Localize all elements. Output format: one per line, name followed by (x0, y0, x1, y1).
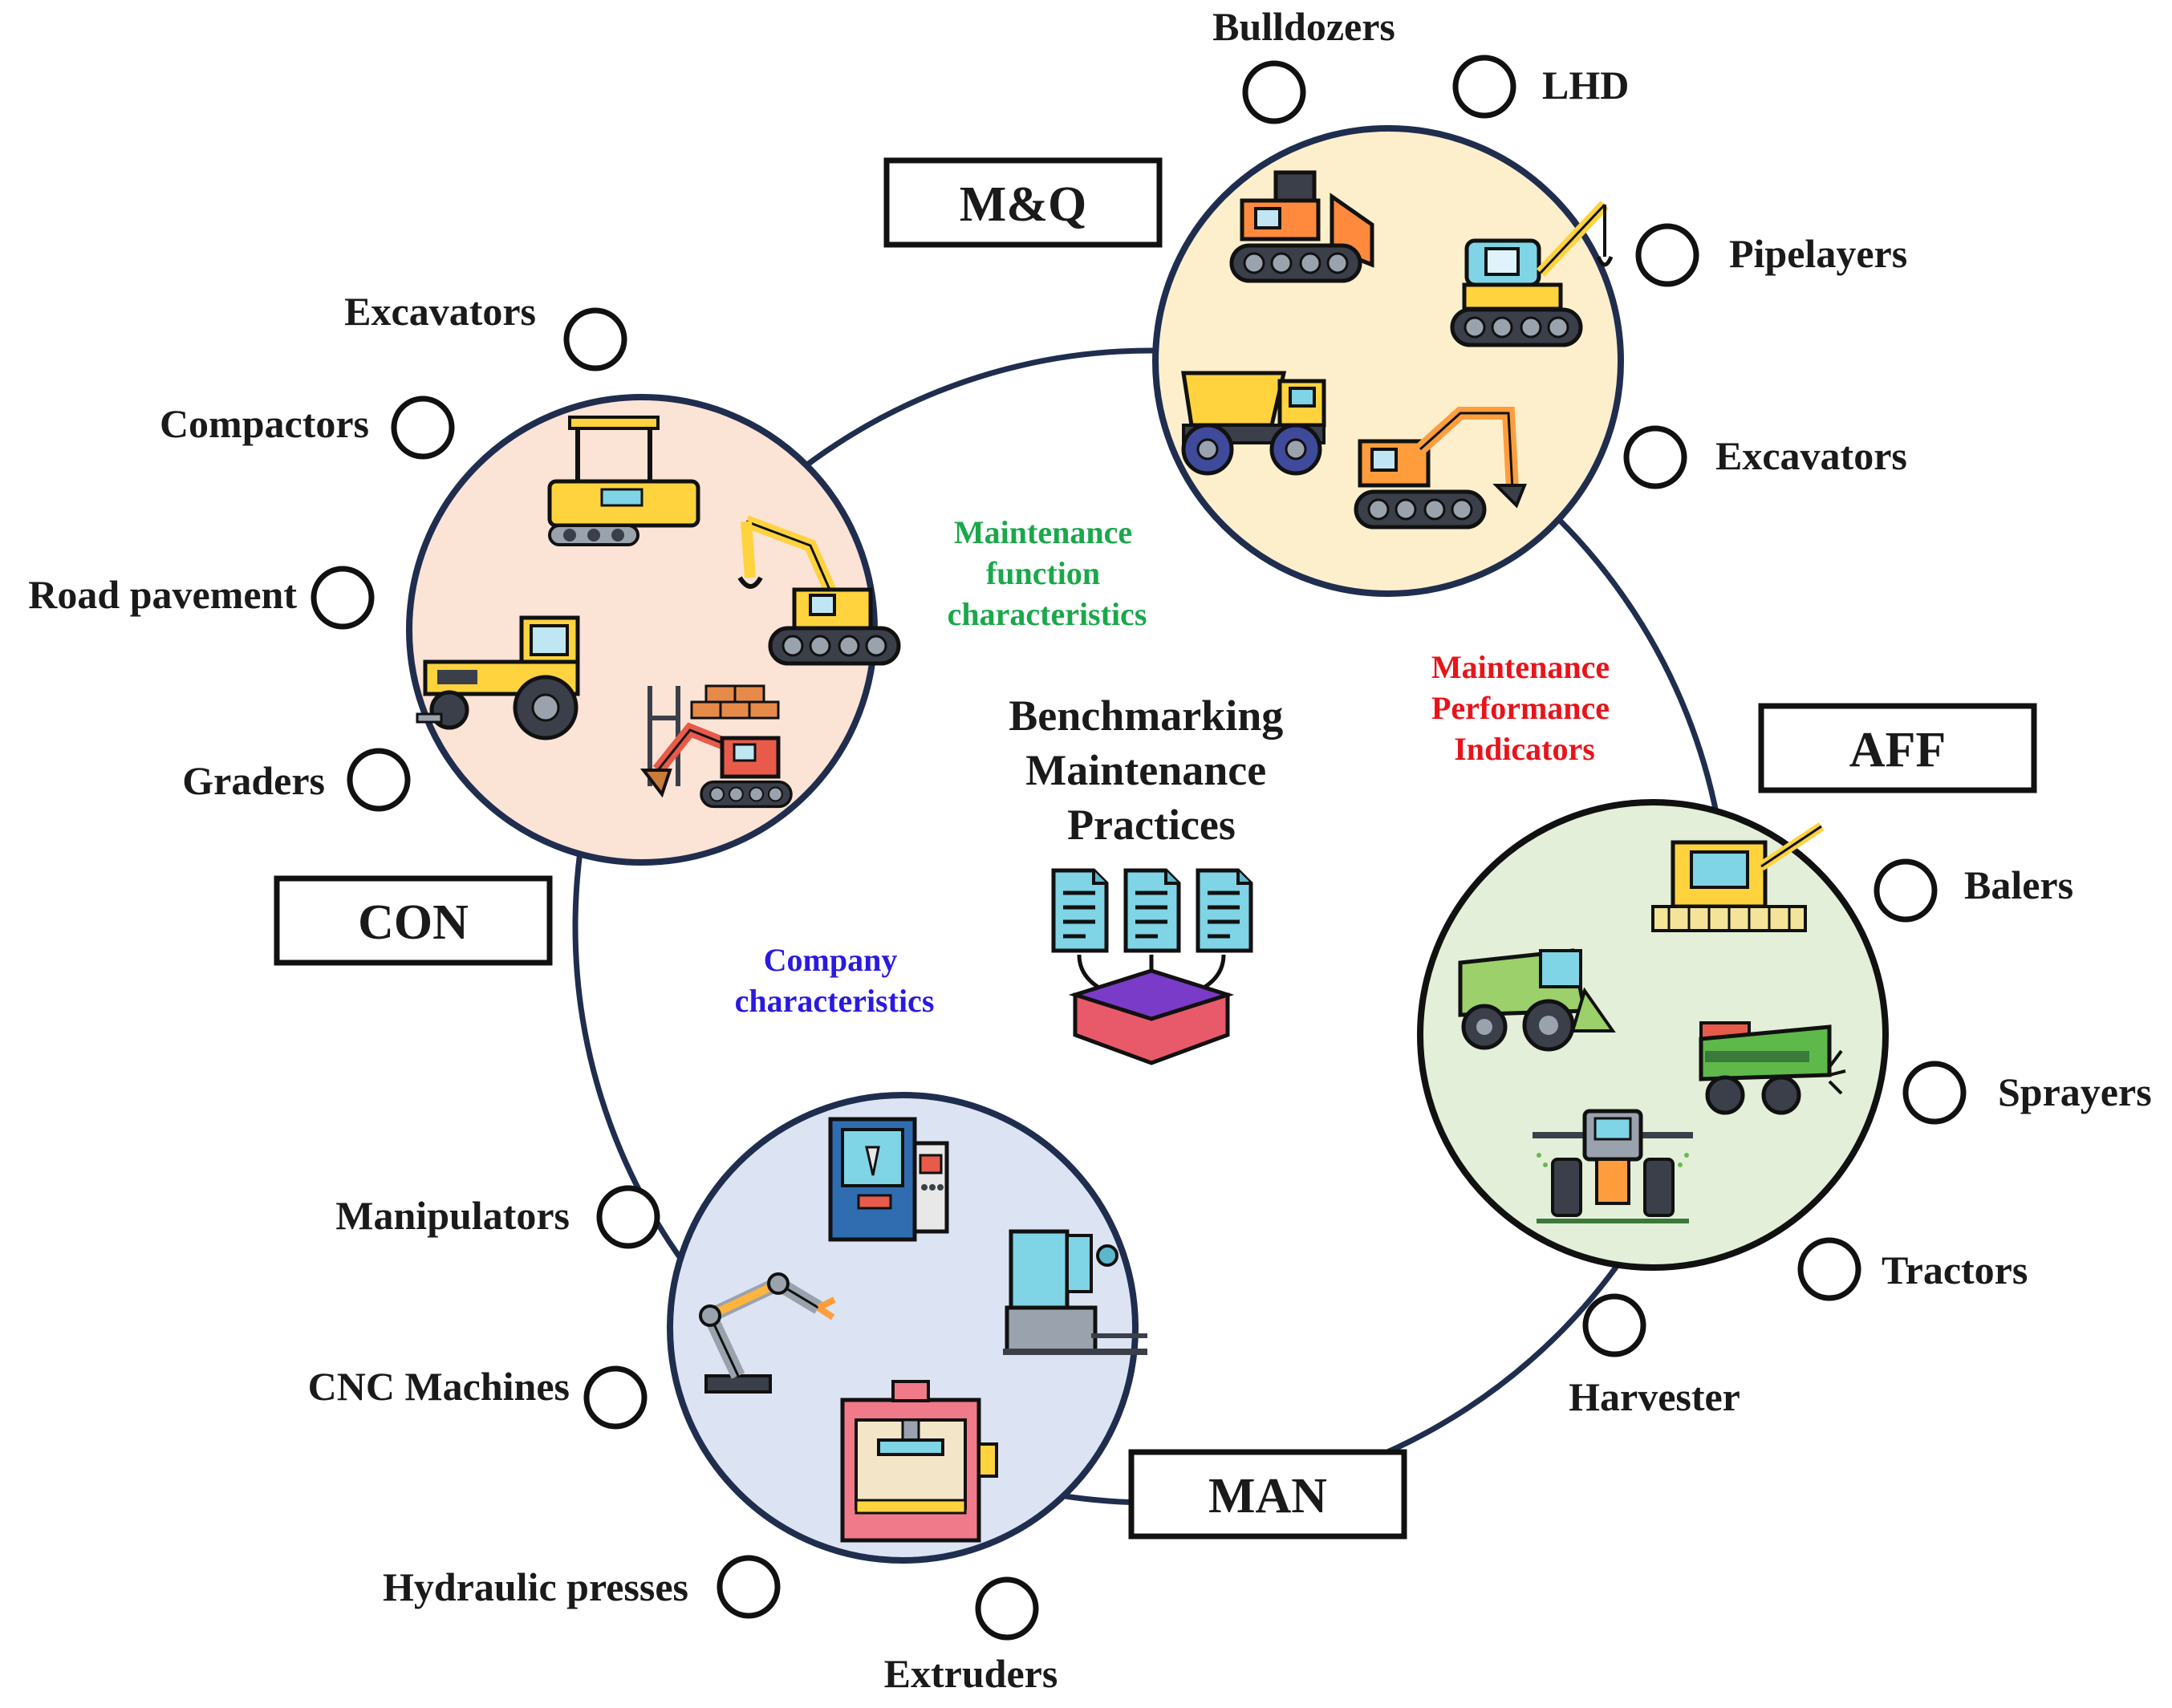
bullet-road-pavement (311, 566, 375, 630)
dump-truck-icon (1181, 371, 1326, 476)
item-label-graders: Graders (182, 758, 325, 803)
sector-circle-man (667, 1092, 1139, 1564)
bullet-con-excavators (563, 307, 627, 371)
item-label-mq-excavators: Excavators (1715, 433, 1907, 478)
excavator-icon (737, 515, 899, 663)
sector-box-con: CON (274, 875, 553, 966)
item-label-road-pavement: Road pavement (28, 572, 297, 617)
item-label-bulldozers: Bulldozers (1212, 4, 1395, 49)
bulldozer-icon (1232, 170, 1374, 281)
sector-label-man: MAN (1208, 1469, 1327, 1523)
sector-label-aff: AFF (1849, 723, 1947, 777)
harvester-icon (1458, 948, 1616, 1052)
hydraulic-press-icon (840, 1380, 998, 1543)
bullet-pipelayers (1635, 223, 1699, 287)
sector-box-mq: M&Q (883, 157, 1163, 248)
bullet-compactors (391, 396, 455, 460)
baler-icon (1651, 822, 1825, 932)
bullet-tractors (1797, 1237, 1861, 1301)
bullet-graders (347, 748, 411, 812)
company-characteristics-label: Company characteristics (735, 942, 935, 1019)
bullet-lhd (1452, 55, 1516, 119)
item-bullets (311, 55, 1967, 1641)
bullet-extruders (975, 1576, 1039, 1641)
item-label-manipulators: Manipulators (335, 1193, 570, 1238)
tractor-icon (1533, 1109, 1693, 1223)
bullet-cnc-machines (583, 1365, 648, 1430)
maintenance-performance-label: Maintenance Performance Indicators (1431, 649, 1618, 767)
item-label-compactors: Compactors (160, 401, 369, 446)
center-title: Benchmarking Maintenance Practices (1009, 692, 1294, 849)
grader-icon (416, 615, 580, 740)
item-label-tractors: Tractors (1882, 1248, 2028, 1292)
item-label-con-excavators: Excavators (344, 289, 536, 334)
item-label-pipelayers: Pipelayers (1729, 231, 1907, 276)
item-label-sprayers: Sprayers (1998, 1069, 2152, 1114)
bullet-harvester (1582, 1293, 1646, 1357)
item-label-hydraulic-presses: Hydraulic presses (383, 1564, 688, 1609)
item-label-extruders: Extruders (884, 1651, 1058, 1696)
bullet-balers (1874, 858, 1938, 923)
documents-to-database-icon (1054, 870, 1251, 1065)
cnc-machine-icon (828, 1117, 949, 1242)
demolition-excavator-icon (639, 684, 793, 809)
compactor-icon (547, 416, 700, 546)
sector-box-man: MAN (1128, 1449, 1407, 1540)
item-label-harvester: Harvester (1569, 1374, 1740, 1419)
bullet-bulldozers (1242, 60, 1306, 124)
item-label-lhd: LHD (1542, 63, 1629, 108)
sector-box-aff: AFF (1758, 703, 2037, 793)
sector-label-con: CON (358, 895, 469, 950)
sector-label-mq: M&Q (960, 177, 1086, 232)
milling-machine-icon (1003, 1229, 1147, 1355)
bullet-mq-excavators (1623, 425, 1687, 489)
pipelayer-icon (1452, 201, 1614, 345)
item-label-balers: Balers (1964, 862, 2073, 907)
sprayer-icon (1699, 1021, 1846, 1115)
bullet-hydraulic-presses (717, 1555, 781, 1619)
item-label-cnc-machines: CNC Machines (308, 1364, 570, 1409)
bullet-sprayers (1902, 1061, 1967, 1125)
maintenance-function-label: Maintenance function characteristics (948, 514, 1147, 632)
excavator-icon (1356, 407, 1527, 527)
bullet-manipulators (596, 1185, 660, 1249)
robotic-arm-icon (699, 1272, 836, 1394)
